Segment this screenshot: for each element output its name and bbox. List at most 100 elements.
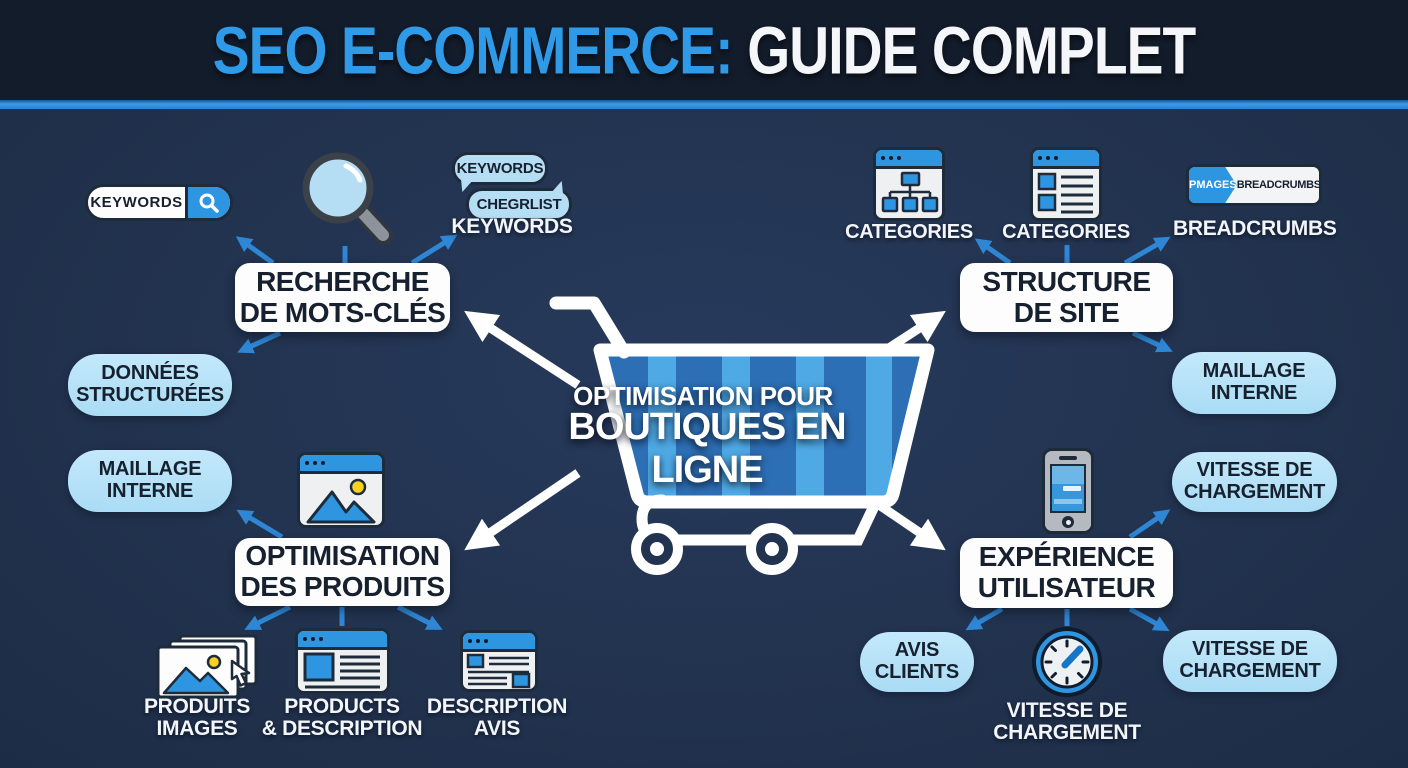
keyword-search-bar: KEYWORDS [85,184,233,221]
produits-images-line2: IMAGES [156,717,238,741]
experience-box-line1: EXPÉRIENCE [978,541,1155,573]
browser-titlebar [1033,150,1099,169]
shopping-cart-icon [549,296,935,575]
experience-box-line2: UTILISATEUR [977,572,1156,603]
products-desc-line2: & DESCRIPTION [261,717,423,741]
products-desc-line1: PRODUCTS [284,695,400,718]
keywords-bubble-text: KEYWORDS [456,160,544,177]
arrow-experience-to-vitesse-right [1128,606,1170,632]
vitesse-top-line2: CHARGEMENT [1183,481,1326,503]
produits-box-line1: OPTIMISATION [245,540,440,572]
blue-connector-arrows [235,234,1173,632]
optimisation-produits-box: OPTIMISATION DES PRODUITS [235,538,450,606]
description-avis-line2: AVIS [473,717,521,741]
search-button [185,187,230,218]
structure-de-site-box: STRUCTURE DE SITE [960,263,1173,332]
products-description-caption: PRODUCTS & DESCRIPTION [252,695,432,741]
arrow-structure-to-maillage [1131,330,1173,353]
cursor-icon [230,659,251,687]
arrow-structure-to-breadcrumbs [1123,236,1171,266]
header-divider [0,100,1408,109]
browser-titlebar [463,633,535,652]
recherche-box-line2: DE MOTS-CLÉS [239,296,446,328]
vitesse-right-line1: VITESSE DE [1192,638,1308,661]
categories-sitemap-icon [873,147,945,221]
vitesse-right-line2: CHARGEMENT [1179,660,1321,682]
checklist-bubble-text: CHEGRLIST [476,196,562,213]
arrow-produits-to-maillage [236,509,284,540]
experience-utilisateur-box: EXPÉRIENCE UTILISATEUR [960,538,1173,608]
structure-box-line2: DE SITE [1013,296,1120,328]
arrow-produits-to-images [244,604,292,630]
donnees-pill-line1: DONNÉES [101,362,199,385]
description-avis-browser-icon [460,630,538,692]
breadcrumbs-caption: BREADCRUMBS [1173,217,1337,240]
arrow-recherche-to-donnees [237,330,282,354]
keyword-search-value: KEYWORDS [90,194,183,211]
page-title: SEO E-COMMERCE:GUIDE COMPLET [213,11,1197,88]
phone-speaker [1059,456,1077,460]
product-image-browser-icon [297,452,385,528]
avis-clients-line1: AVIS [894,639,940,662]
list-graphic [1037,172,1093,214]
maillage-left-line1: MAILLAGE [98,458,202,481]
vitesse-chargement-pill-right: VITESSE DE CHARGEMENT [1163,630,1337,692]
speed-gauge-icon [1032,627,1102,697]
arrow-recherche-to-bubbles [410,234,458,266]
arrow-recherche-to-searchbar [235,236,275,266]
gauge-caption-line1: VITESSE DE [1006,699,1128,722]
arrow-structure-to-categories1 [974,238,1012,266]
breadcrumb-icon: PMAGES BREADCRUMBS [1186,164,1322,206]
maillage-right-line1: MAILLAGE [1202,360,1306,383]
center-caption-line2: BOUTIQUES EN LIGNE [568,406,846,491]
arrow-experience-to-vitesse-top [1128,509,1171,540]
recherche-box-line1: RECHERCHE [256,265,429,297]
structure-box-line1: STRUCTURE [982,265,1151,297]
image-graphic [306,478,376,524]
maillage-interne-pill-right: MAILLAGE INTERNE [1172,352,1336,414]
product-page-graphic [303,652,380,689]
description-avis-caption: DESCRIPTION AVIS [417,695,577,741]
browser-titlebar [298,631,387,650]
recherche-mots-cles-box: RECHERCHE DE MOTS-CLÉS [235,263,450,332]
checklist-bubble: CHEGRLIST [466,181,572,221]
arrow-produits-to-avis [396,604,443,630]
maillage-left-line2: INTERNE [106,480,194,502]
categories1-caption: CATEGORIES [845,221,973,243]
browser-titlebar [876,150,942,169]
arrow-experience-to-avis-clients [965,606,1004,631]
phone-screen [1050,464,1086,513]
produits-images-line1: PRODUITS [143,695,251,718]
maillage-interne-pill-left: MAILLAGE INTERNE [68,450,232,512]
breadcrumb-segment-pages: PMAGES [1189,167,1237,203]
description-avis-line1: DESCRIPTION [426,695,568,718]
browser-titlebar [300,455,382,474]
products-description-browser-icon [295,628,390,694]
produits-images-caption: PRODUITS IMAGES [127,695,267,741]
phone-home-button [1062,516,1074,528]
categories2-caption: CATEGORIES [1002,221,1130,243]
vitesse-chargement-pill-top: VITESSE DE CHARGEMENT [1172,452,1337,512]
center-caption-line1: OPTIMISATION POUR [573,381,833,411]
review-page-graphic [466,653,531,689]
categories-list-icon [1030,147,1102,221]
sitemap-graphic [881,171,939,213]
page-title-rest: GUIDE COMPLET [747,12,1196,88]
arrow-center-to-recherche [464,310,581,389]
smartphone-icon [1042,448,1094,534]
gauge-caption: VITESSE DE CHARGEMENT [987,699,1147,745]
magnifier-icon [302,152,394,246]
keywords-bubble: KEYWORDS [452,152,548,192]
gauge-caption-line2: CHARGEMENT [993,721,1141,745]
maillage-right-line2: INTERNE [1210,382,1298,404]
search-icon [199,193,219,213]
header-band: SEO E-COMMERCE:GUIDE COMPLET [0,0,1408,100]
keywords-caption: KEYWORDS [451,215,573,238]
vitesse-top-line1: VITESSE DE [1196,459,1313,482]
product-images-stack-icon [156,634,258,699]
arrow-center-to-produits [464,469,581,551]
donnees-pill-line2: STRUCTURÉES [76,384,224,406]
breadcrumb-segment-breadcrumbs: BREADCRUMBS [1236,179,1321,191]
